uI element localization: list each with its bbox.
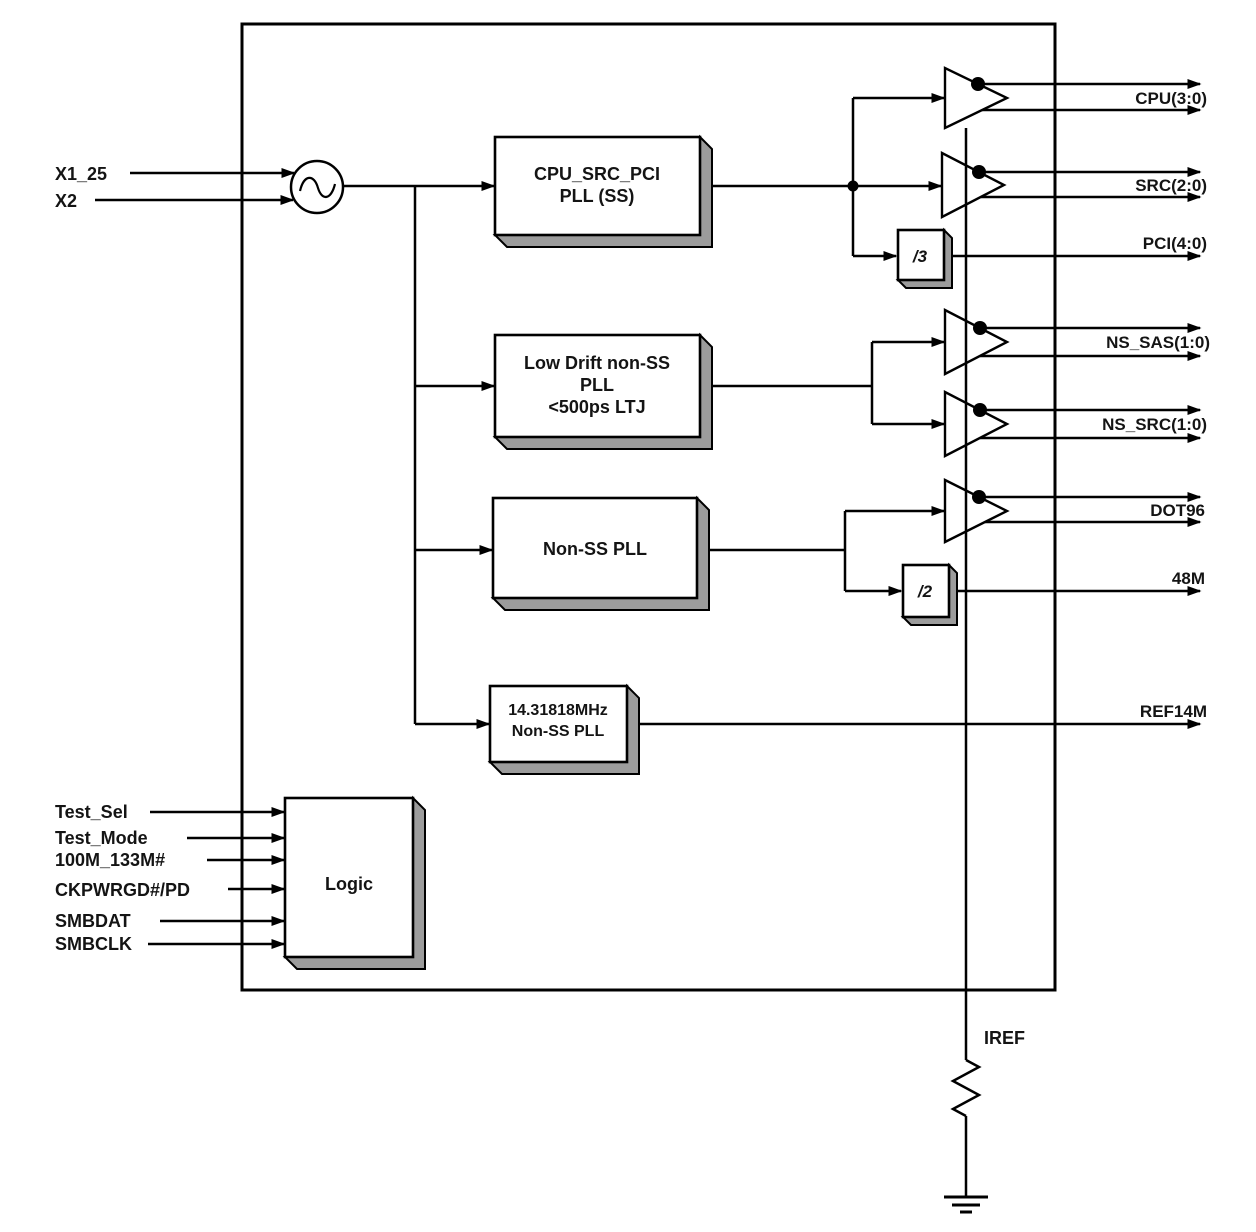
test-sel-label: Test_Sel (55, 802, 128, 822)
output-label-src: SRC(2:0) (1135, 176, 1207, 195)
smbclk-label: SMBCLK (55, 934, 132, 954)
dot96-buffer-icon (943, 478, 1010, 544)
buffer-dots (971, 77, 987, 504)
output-label-dot96: DOT96 (1150, 501, 1205, 520)
100m-133m-label: 100M_133M# (55, 850, 165, 870)
cpu-src-pci-net (700, 93, 946, 261)
ground-icon (944, 1195, 988, 1214)
divider-3-block: /3 (895, 227, 953, 289)
output-label-pci: PCI(4:0) (1143, 234, 1207, 253)
ns-src-buffer-icon (943, 390, 1010, 458)
cpu-src-pci-pll-block: CPU_SRC_PCI PLL (SS) (492, 134, 713, 248)
test-mode-label: Test_Mode (55, 828, 148, 848)
iref-label: IREF (984, 1028, 1025, 1048)
crystal-input-wires: X1_25 X2 (55, 164, 296, 211)
non-ss-pll-label: Non-SS PLL (543, 539, 647, 559)
iref-rail: IREF (944, 128, 1025, 1214)
iref-resistor-icon (950, 1058, 982, 1118)
cpu-buffer-dot (971, 77, 985, 91)
ref-pll-label-2: Non-SS PLL (512, 723, 605, 740)
non-ss-pll-block: Non-SS PLL (490, 495, 710, 611)
ckpwrgd-pd-label: CKPWRGD#/PD (55, 880, 190, 900)
logic-label: Logic (325, 874, 373, 894)
low-drift-pll-label-3: <500ps LTJ (548, 397, 645, 417)
sine-wave-icon (298, 176, 337, 198)
output-label-48m: 48M (1172, 569, 1205, 588)
x1-label: X1_25 (55, 164, 107, 184)
divider-2-label: /2 (917, 582, 933, 601)
output-label-ref14m: REF14M (1140, 702, 1207, 721)
output-wires (627, 79, 1202, 729)
ns-sas-buffer-dot (973, 321, 987, 335)
ns-sas-buffer-icon (943, 308, 1010, 376)
cpu-src-pci-pll-label-1: CPU_SRC_PCI (534, 164, 660, 184)
output-buffers (940, 66, 1010, 544)
ns-src-buffer-dot (973, 403, 987, 417)
x2-label: X2 (55, 191, 77, 211)
smbdat-label: SMBDAT (55, 911, 131, 931)
ref-pll-block: 14.31818MHz Non-SS PLL (487, 683, 640, 775)
divider-3-label: /3 (912, 247, 928, 266)
cpu-buffer-icon (943, 66, 1010, 130)
low-drift-net (700, 337, 946, 429)
low-drift-pll-label-2: PLL (580, 375, 614, 395)
output-label-cpu: CPU(3:0) (1135, 89, 1207, 108)
reference-clock-trunk (343, 181, 496, 729)
chip-outline (240, 22, 1057, 992)
logic-block: Logic (282, 795, 426, 970)
src-buffer-icon (940, 151, 1007, 219)
output-label-ns-src: NS_SRC(1:0) (1102, 415, 1207, 434)
output-labels: CPU(3:0) SRC(2:0) PCI(4:0) NS_SAS(1:0) N… (1102, 89, 1210, 721)
cpu-src-pci-pll-label-2: PLL (SS) (560, 186, 635, 206)
low-drift-pll-block: Low Drift non-SS PLL <500ps LTJ (492, 332, 713, 450)
oscillator-icon (289, 159, 345, 215)
output-label-ns-sas: NS_SAS(1:0) (1106, 333, 1210, 352)
low-drift-pll-label-1: Low Drift non-SS (524, 353, 670, 373)
logic-input-wires: Test_Sel Test_Mode 100M_133M# CKPWRGD#/P… (55, 802, 286, 954)
non-ss-net (697, 506, 946, 596)
dot96-buffer-dot (972, 490, 986, 504)
src-buffer-dot (972, 165, 986, 179)
divider-2-block: /2 (900, 562, 958, 626)
junction-dot (847, 180, 859, 192)
ref-pll-label-1: 14.31818MHz (508, 702, 608, 719)
